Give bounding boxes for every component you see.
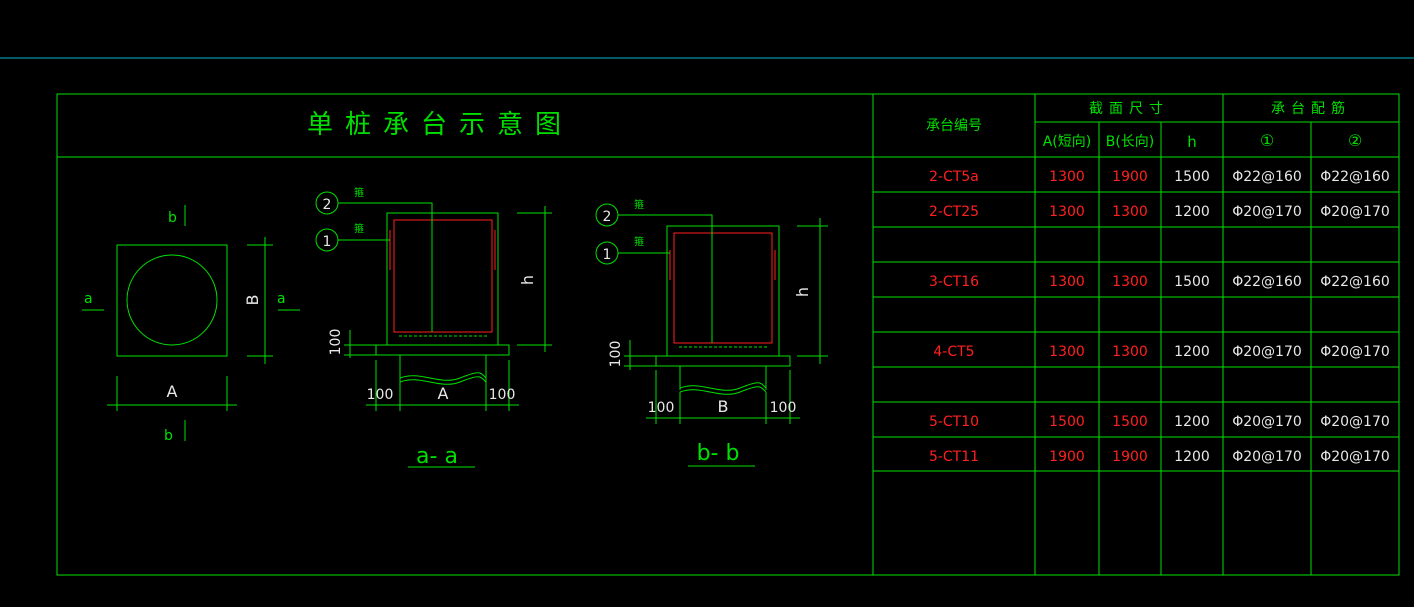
cell-r2: Φ20@170 [1320,204,1390,220]
plan-label-b-top: b [168,210,177,226]
cell-h: 1200 [1174,204,1210,220]
cell-b: 1900 [1112,169,1148,185]
cell-id: 5-CT11 [929,449,979,465]
bb-dim-h: h [793,287,812,297]
bb-note-1: 箍 [634,235,644,248]
header-section-size: 截面尺寸 [1089,101,1169,117]
aa-dim-right: 100 [489,387,516,403]
cell-b: 1300 [1112,344,1148,360]
cell-a: 1500 [1049,414,1085,430]
cell-id: 5-CT10 [929,414,979,430]
bb-dim-left: 100 [648,400,675,416]
cell-id: 2-CT5a [929,169,979,185]
bb-bar-2-label: 2 [603,209,612,225]
bb-bar-1-label: 1 [603,247,612,263]
aa-dim-left: 100 [367,387,394,403]
drawing-frame [56,93,1400,576]
cell-a: 1300 [1049,344,1085,360]
cell-r1: Φ20@170 [1232,204,1302,220]
aa-dim-mid: A [438,384,449,403]
header-rebar-1: ① [1260,131,1274,150]
header-B: B(长向) [1106,134,1155,150]
bb-dim-mid: B [718,397,729,416]
header-A: A(短向) [1043,134,1092,150]
cell-r2: Φ20@170 [1320,344,1390,360]
bb-caption: b- b [697,441,740,466]
aa-bar-2-label: 2 [323,197,332,213]
table-grid [873,94,1399,575]
section-bb: 2 1 箍 箍 h 100 100 B 100 b- b [595,198,828,467]
cell-b: 1300 [1112,274,1148,290]
bb-dim-100-v: 100 [608,341,624,368]
cell-a: 1900 [1049,449,1085,465]
plan-dim-B: B [243,295,262,306]
aa-dim-h: h [518,275,537,285]
header-cap-id: 承台编号 [926,118,982,134]
aa-note-1: 箍 [354,222,364,235]
cell-b: 1500 [1112,414,1148,430]
cell-r2: Φ20@170 [1320,414,1390,430]
table-row: 2-CT5a 1300 1900 1500 Φ22@160 Φ22@160 [929,169,1390,185]
plan-label-b-bottom: b [164,428,173,444]
drawing-title: 单桩承台示意图 [307,110,573,140]
cell-r2: Φ20@170 [1320,449,1390,465]
cell-a: 1300 [1049,274,1085,290]
cell-h: 1500 [1174,169,1210,185]
cell-h: 1200 [1174,449,1210,465]
table-row: 5-CT11 1900 1900 1200 Φ20@170 Φ20@170 [929,449,1390,465]
cell-h: 1200 [1174,344,1210,360]
cell-h: 1200 [1174,414,1210,430]
aa-bar-1-label: 1 [323,234,332,250]
header-h: h [1187,133,1197,151]
plan-label-a-left: a [84,291,93,307]
cell-r1: Φ22@160 [1232,169,1302,185]
plan-view: b b a a A B [82,205,300,444]
aa-note-2: 箍 [354,186,364,199]
header-rebar: 承台配筋 [1271,100,1351,117]
table-row: 2-CT25 1300 1300 1200 Φ20@170 Φ20@170 [929,204,1390,220]
cell-r1: Φ20@170 [1232,449,1302,465]
cell-r1: Φ20@170 [1232,414,1302,430]
table-row: 5-CT10 1500 1500 1200 Φ20@170 Φ20@170 [929,414,1390,430]
table-row: 4-CT5 1300 1300 1200 Φ20@170 Φ20@170 [933,344,1389,360]
aa-dim-100-v: 100 [328,329,344,356]
cell-id: 3-CT16 [929,274,979,290]
section-aa: 2 1 箍 箍 h 100 100 A 100 a- a [315,186,552,469]
cell-a: 1300 [1049,169,1085,185]
cell-r1: Φ22@160 [1232,274,1302,290]
plan-label-a-right: a [277,291,286,307]
cell-id: 2-CT25 [929,204,979,220]
cell-r1: Φ20@170 [1232,344,1302,360]
plan-dim-A: A [167,382,178,401]
bb-note-2: 箍 [634,198,644,211]
cell-id: 4-CT5 [933,344,974,360]
header-rebar-2: ② [1348,131,1362,150]
cell-b: 1900 [1112,449,1148,465]
cell-r2: Φ22@160 [1320,274,1390,290]
table-row: 3-CT16 1300 1300 1500 Φ22@160 Φ22@160 [929,274,1390,290]
pile-cap-table: 承台编号 截面尺寸 承台配筋 A(短向) B(长向) h ① ② 2-CT5a 1… [873,94,1399,575]
bb-dim-right: 100 [770,400,797,416]
cell-r2: Φ22@160 [1320,169,1390,185]
cell-h: 1500 [1174,274,1210,290]
cell-a: 1300 [1049,204,1085,220]
aa-caption: a- a [416,444,458,469]
cell-b: 1300 [1112,204,1148,220]
